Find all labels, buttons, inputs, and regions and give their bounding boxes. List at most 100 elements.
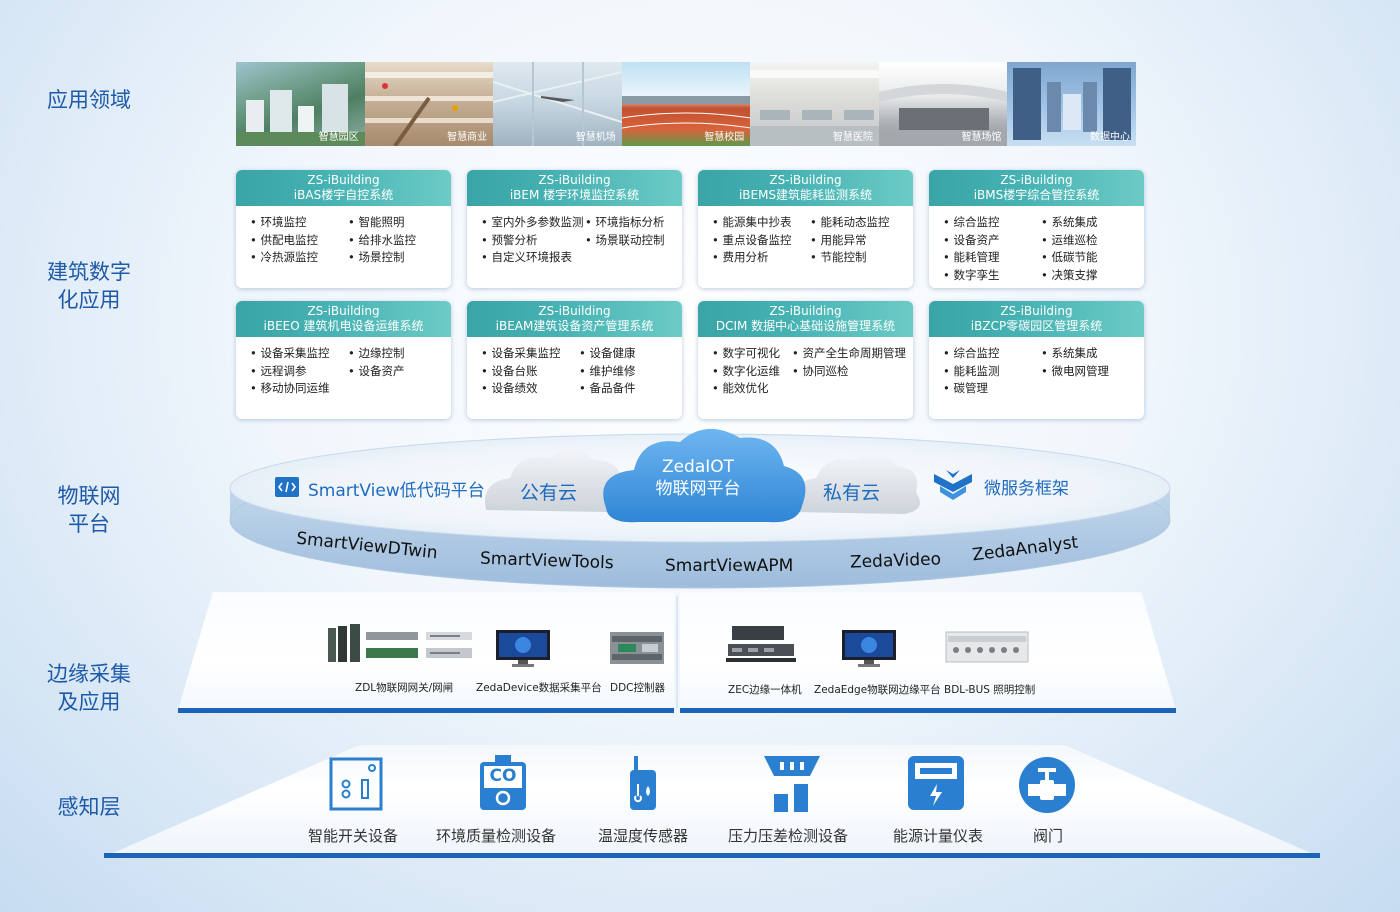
- system-card-brand: ZS-iBuilding: [538, 304, 611, 318]
- photo-caption: 智慧机场: [575, 132, 616, 143]
- valve-icon: [1019, 757, 1075, 813]
- layer-label-building-digital: 建筑数字化应用: [0, 258, 178, 314]
- feature-item: • 碳管理: [943, 381, 988, 395]
- layer-label-line: 及应用: [57, 690, 121, 714]
- system-card-features: • 室内外多参数监测• 环境指标分析• 预警分析• 场景联动控制• 自定义环境报…: [481, 214, 676, 267]
- photo-smart-airport: 智慧机场: [493, 62, 622, 146]
- feature-item: • 设备台账: [481, 363, 538, 378]
- system-card-title: iBZCP零碳园区管理系统: [970, 319, 1103, 333]
- hospital-illustration: [750, 70, 879, 146]
- sensor-label-pressure: 压力压差检测设备: [728, 827, 849, 845]
- airport-illustration: [493, 62, 622, 146]
- feature-row: • 综合监控• 系统集成: [943, 345, 1138, 363]
- microservice-label: 微服务框架: [984, 479, 1069, 499]
- photo-smart-venue: 智慧场馆: [878, 62, 1008, 146]
- lighting-control-module-icon: [945, 631, 1029, 663]
- sensor-label-smart-switch: 智能开关设备: [308, 827, 399, 845]
- feature-item: • 决策支撑: [1041, 267, 1098, 282]
- mall-illustration: [364, 72, 494, 146]
- temp-humidity-sensor-icon: [630, 756, 656, 810]
- feature-item: • 综合监控: [943, 346, 1000, 360]
- system-card-title: iBEM 楼宇环境监控系统: [509, 188, 640, 202]
- feature-item: • 供配电监控: [250, 232, 318, 247]
- layer-label-perception: 感知层: [57, 795, 121, 819]
- feature-item: • 场景控制: [348, 250, 405, 264]
- photo-caption: 智慧商业: [447, 132, 488, 143]
- system-card-title: iBEAM建筑设备资产管理系统: [495, 319, 654, 333]
- feature-row: • 数字可视化 • 资产全生命周期管理: [712, 345, 907, 363]
- feature-item: • 设备采集监控: [481, 346, 561, 360]
- feature-row: • 综合监控• 系统集成: [943, 214, 1138, 232]
- feature-row: • 冷热源监控• 场景控制: [250, 249, 445, 267]
- feature-item: • 边缘控制: [348, 346, 405, 360]
- feature-row: • 碳管理: [943, 380, 1138, 398]
- park-illustration: [236, 84, 365, 146]
- feature-item: • 资产全生命周期管理: [792, 346, 906, 360]
- photo-smart-commerce: 智慧商业: [364, 62, 494, 146]
- system-card-brand: ZS-iBuilding: [1000, 304, 1073, 318]
- data-collection-monitor-icon: [496, 630, 550, 667]
- feature-item: • 设备采集监控: [250, 346, 330, 360]
- feature-item: • 备品备件: [579, 381, 636, 395]
- feature-row: • 数字化运维• 协同巡检: [712, 363, 907, 381]
- product-smartview-apm: SmartViewAPM: [665, 556, 794, 576]
- microservice-icon: [934, 470, 972, 500]
- feature-row: • 远程调参 • 设备资产: [250, 363, 445, 381]
- layer-label-iot-platform: 物联网平台: [0, 482, 178, 538]
- perception-baseline: [104, 853, 1320, 858]
- feature-item: • 数字可视化: [712, 346, 780, 360]
- perception-platform: [104, 745, 1320, 857]
- feature-item: • 能效优化: [712, 381, 769, 395]
- layer-label-line: 物联网: [57, 484, 121, 508]
- photo-caption: 智慧校园: [704, 132, 745, 143]
- feature-item: • 重点设备监控: [712, 232, 792, 247]
- feature-item: • 低碳节能: [1041, 250, 1098, 264]
- feature-item: • 运维巡检: [1041, 232, 1098, 247]
- system-card-title: iBMS楼宇综合管控系统: [973, 188, 1100, 202]
- system-card-title: DCIM 数据中心基础设施管理系统: [715, 319, 896, 333]
- campus-illustration: [621, 96, 751, 129]
- core-platform-sub: 物联网平台: [655, 479, 741, 499]
- sensor-label-temp-humidity: 温湿度传感器: [598, 827, 689, 845]
- system-card-features: • 能源集中抄表• 能耗动态监控• 重点设备监控• 用能异常• 费用分析• 节能…: [712, 214, 907, 267]
- feature-item: • 系统集成: [1041, 215, 1098, 229]
- feature-item: • 节能控制: [810, 250, 867, 264]
- layer-label-line: 边缘采集: [47, 662, 131, 686]
- smart-switch-icon: [329, 757, 383, 811]
- device-label-zeda-device: ZedaDevice数据采集平台: [476, 682, 602, 694]
- core-platform-label: ZedaIOT 物联网平台: [628, 456, 768, 500]
- system-card-brand: ZS-iBuilding: [769, 304, 842, 318]
- layer-label-line: 化应用: [57, 288, 121, 312]
- feature-item: • 远程调参: [250, 363, 307, 378]
- device-label-gateway: ZDL物联网网关/网闸: [355, 682, 454, 694]
- feature-item: • 场景联动控制: [585, 232, 665, 247]
- feature-item: • 费用分析: [712, 250, 769, 264]
- feature-item: • 协同巡检: [792, 363, 849, 378]
- layer-label-line: 平台: [68, 512, 110, 536]
- feature-item: • 设备资产: [943, 232, 1000, 247]
- feature-row: • 移动协同运维: [250, 380, 445, 398]
- system-card-features: • 设备采集监控• 设备健康• 设备台账• 维护维修• 设备绩效• 备品备件: [481, 345, 676, 398]
- feature-row: • 数字孪生 • 决策支撑: [943, 267, 1138, 285]
- feature-item: • 给排水监控: [348, 232, 416, 247]
- system-card-features: • 环境监控• 智能照明• 供配电监控• 给排水监控• 冷热源监控• 场景控制: [250, 214, 445, 267]
- feature-item: • 数字孪生: [943, 267, 1000, 282]
- feature-item: • 设备资产: [348, 363, 405, 378]
- device-label-zeda-edge: ZedaEdge物联网边缘平台: [814, 684, 941, 696]
- feature-row: • 设备台账• 维护维修: [481, 363, 676, 381]
- system-card-title: iBEMS建筑能耗监测系统: [738, 188, 873, 202]
- private-cloud-label: 私有云: [823, 482, 881, 504]
- venue-illustration: [878, 84, 1008, 146]
- system-card-features: • 综合监控• 系统集成• 能耗监测• 微电网管理• 碳管理: [943, 345, 1138, 398]
- feature-row: • 费用分析 • 节能控制: [712, 249, 907, 267]
- feature-row: • 室内外多参数监测• 环境指标分析: [481, 214, 676, 232]
- disc-graphic: [229, 428, 1171, 589]
- feature-item: • 自定义环境报表: [481, 250, 572, 264]
- sensor-label-env-quality: 环境质量检测设备: [436, 827, 557, 845]
- system-card-title: iBEEO 建筑机电设备运维系统: [263, 319, 424, 333]
